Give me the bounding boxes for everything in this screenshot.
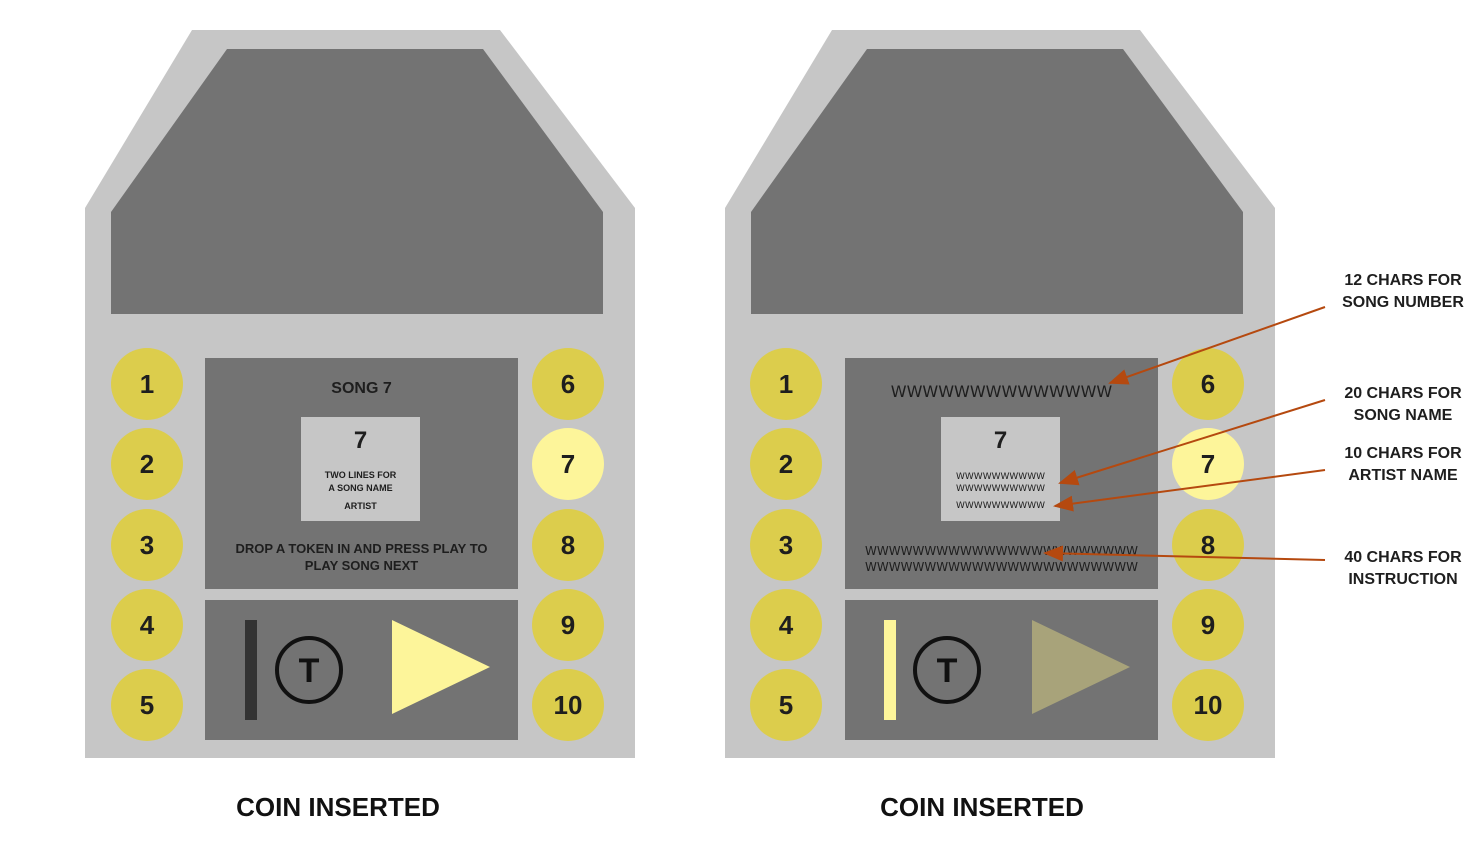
jukebox-coin-inserted-left: 1 2 3 4 5 6 7 8 9 10 SONG 7 7 TWO LINES … <box>85 0 635 760</box>
instruction-line2: WWWWWWWWWWWWWWWWWWWWWWW <box>865 560 1138 574</box>
song-button-2[interactable]: 2 <box>111 428 183 500</box>
instruction-line2: PLAY SONG NEXT <box>304 558 419 573</box>
token-symbol: T <box>937 652 958 690</box>
jukebox-coin-inserted-right: 1 2 3 4 5 6 7 8 9 10 WWWWWWWWWWWWWW 7 WW… <box>725 0 1275 760</box>
card-song-number: 7 <box>993 427 1008 454</box>
card-song-name-line2: WWWWWWWWWW <box>956 484 1045 494</box>
song-card: 7 TWO LINES FOR A SONG NAME ARTIST <box>301 417 420 521</box>
token-slot-indicator-lit <box>884 620 896 720</box>
song-button-2[interactable]: 2 <box>750 428 822 500</box>
card-song-number: 7 <box>353 427 368 454</box>
song-button-10[interactable]: 10 <box>1172 669 1244 741</box>
song-button-3[interactable]: 3 <box>111 509 183 581</box>
card-artist: ARTIST <box>344 501 377 511</box>
song-title-placeholder: WWWWWWWWWWWWWW <box>890 382 1113 401</box>
token-symbol: T <box>299 652 320 690</box>
note-instruction-line2: INSTRUCTION <box>1348 571 1458 588</box>
song-button-9[interactable]: 9 <box>1172 589 1244 661</box>
note-song-number-line1: 12 CHARS FOR <box>1344 272 1462 289</box>
card-song-name-line1: TWO LINES FOR <box>324 470 397 480</box>
song-button-5[interactable]: 5 <box>750 669 822 741</box>
instruction-text: WWWWWWWWWWWWWWWWWWWWWWW WWWWWWWWWWWWWWWW… <box>855 543 1148 575</box>
token-slot-indicator <box>245 620 257 720</box>
song-button-4[interactable]: 4 <box>111 589 183 661</box>
note-instruction-line1: 40 CHARS FOR <box>1344 549 1462 566</box>
token-icon[interactable] <box>275 636 343 704</box>
song-button-5[interactable]: 5 <box>111 669 183 741</box>
song-button-10[interactable]: 10 <box>532 669 604 741</box>
song-button-6[interactable]: 6 <box>532 348 604 420</box>
song-button-8[interactable]: 8 <box>1172 509 1244 581</box>
song-button-9[interactable]: 9 <box>532 589 604 661</box>
info-screen: WWWWWWWWWWWWWW 7 WWWWWWWWWW WWWWWWWWWW W… <box>845 358 1158 589</box>
caption-right: COIN INSERTED <box>880 792 1084 822</box>
song-card: 7 WWWWWWWWWW WWWWWWWWWW WWWWWWWWWW <box>941 417 1060 521</box>
token-icon[interactable] <box>913 636 981 704</box>
song-button-7-selected[interactable]: 7 <box>532 428 604 500</box>
note-instruction: 40 CHARS FOR INSTRUCTION <box>1318 547 1479 591</box>
note-artist-name-line2: ARTIST NAME <box>1348 467 1458 484</box>
play-button-icon[interactable] <box>392 620 490 714</box>
song-title: SONG 7 <box>331 380 392 397</box>
info-screen: SONG 7 7 TWO LINES FOR A SONG NAME ARTIS… <box>205 358 518 589</box>
card-artist: WWWWWWWWWW <box>956 501 1045 511</box>
play-button-icon-dim[interactable] <box>1032 620 1130 714</box>
top-display <box>751 49 1243 314</box>
song-button-8[interactable]: 8 <box>532 509 604 581</box>
note-song-name-line1: 20 CHARS FOR <box>1344 385 1462 402</box>
note-artist-name: 10 CHARS FOR ARTIST NAME <box>1318 443 1479 487</box>
song-button-1[interactable]: 1 <box>750 348 822 420</box>
note-artist-name-line1: 10 CHARS FOR <box>1344 445 1462 462</box>
control-panel: T <box>205 600 518 740</box>
note-song-name: 20 CHARS FOR SONG NAME <box>1318 383 1479 427</box>
song-button-6[interactable]: 6 <box>1172 348 1244 420</box>
instruction-line1: WWWWWWWWWWWWWWWWWWWWWWW <box>865 544 1138 558</box>
instruction-line1: DROP A TOKEN IN AND PRESS PLAY TO <box>235 541 488 556</box>
song-button-3[interactable]: 3 <box>750 509 822 581</box>
caption-left: COIN INSERTED <box>236 792 440 822</box>
note-song-name-line2: SONG NAME <box>1353 407 1453 424</box>
top-display <box>111 49 603 314</box>
song-button-1[interactable]: 1 <box>111 348 183 420</box>
card-song-name-line1: WWWWWWWWWW <box>956 472 1045 482</box>
note-song-number: 12 CHARS FOR SONG NUMBER <box>1318 270 1479 314</box>
instruction-text: DROP A TOKEN IN AND PRESS PLAY TO PLAY S… <box>215 540 508 574</box>
control-panel: T <box>845 600 1158 740</box>
song-button-4[interactable]: 4 <box>750 589 822 661</box>
card-song-name-line2: A SONG NAME <box>328 483 393 493</box>
note-song-number-line2: SONG NUMBER <box>1342 294 1464 311</box>
song-button-7-selected[interactable]: 7 <box>1172 428 1244 500</box>
